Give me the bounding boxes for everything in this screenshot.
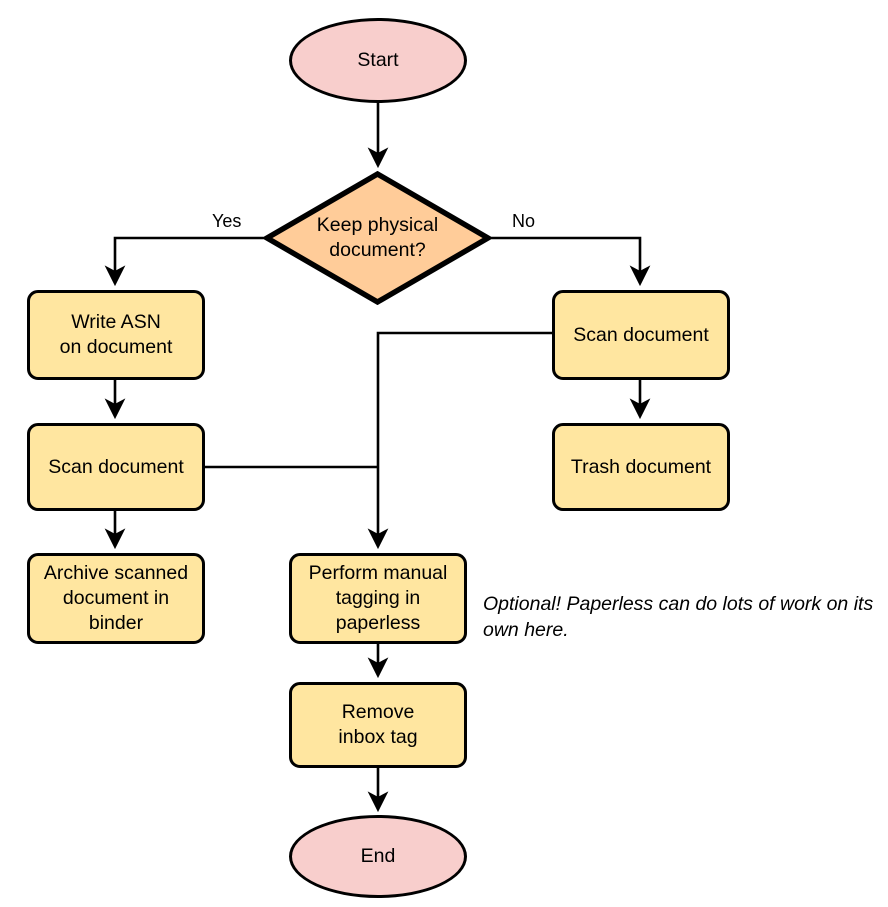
node-remove-inbox-tag[interactable]: Remove inbox tag [289, 682, 467, 768]
node-archive-scanned-document-in-binder[interactable]: Archive scanned document in binder [27, 553, 205, 644]
edge-decision-yes-to-write-asn [104, 236, 265, 287]
node-start-label: Start [357, 49, 399, 72]
node-start[interactable]: Start [289, 18, 467, 103]
node-scan-document-right-label: Scan document [573, 323, 709, 346]
node-archive-label: Archive scanned document in binder [43, 562, 189, 634]
node-decision-label: Keep physical document? [316, 214, 439, 261]
edge-decision-no-to-scan-right [491, 236, 651, 287]
node-keep-physical-document-decision[interactable]: Keep physical document? [264, 171, 491, 305]
node-remove-inbox-tag-label: Remove inbox tag [338, 701, 418, 748]
node-write-asn-on-document[interactable]: Write ASN on document [27, 290, 205, 380]
node-manual-tagging-label: Perform manual tagging in paperless [308, 562, 448, 634]
note-optional-paperless: Optional! Paperless can do lots of work … [483, 593, 874, 641]
node-perform-manual-tagging-in-paperless[interactable]: Perform manual tagging in paperless [289, 553, 467, 644]
node-trash-document[interactable]: Trash document [552, 423, 730, 511]
node-scan-document-right[interactable]: Scan document [552, 290, 730, 380]
edge-scan-right-to-manual-tagging [367, 331, 552, 550]
node-scan-document-left-label: Scan document [48, 455, 184, 478]
edge-label-yes: Yes [209, 211, 245, 232]
node-end[interactable]: End [289, 815, 467, 898]
diamond-shape [264, 171, 491, 305]
node-end-label: End [360, 845, 396, 868]
node-write-asn-label: Write ASN on document [59, 311, 173, 358]
edge-label-no: No [509, 211, 539, 232]
node-scan-document-left[interactable]: Scan document [27, 423, 205, 511]
node-trash-document-label: Trash document [570, 455, 712, 478]
